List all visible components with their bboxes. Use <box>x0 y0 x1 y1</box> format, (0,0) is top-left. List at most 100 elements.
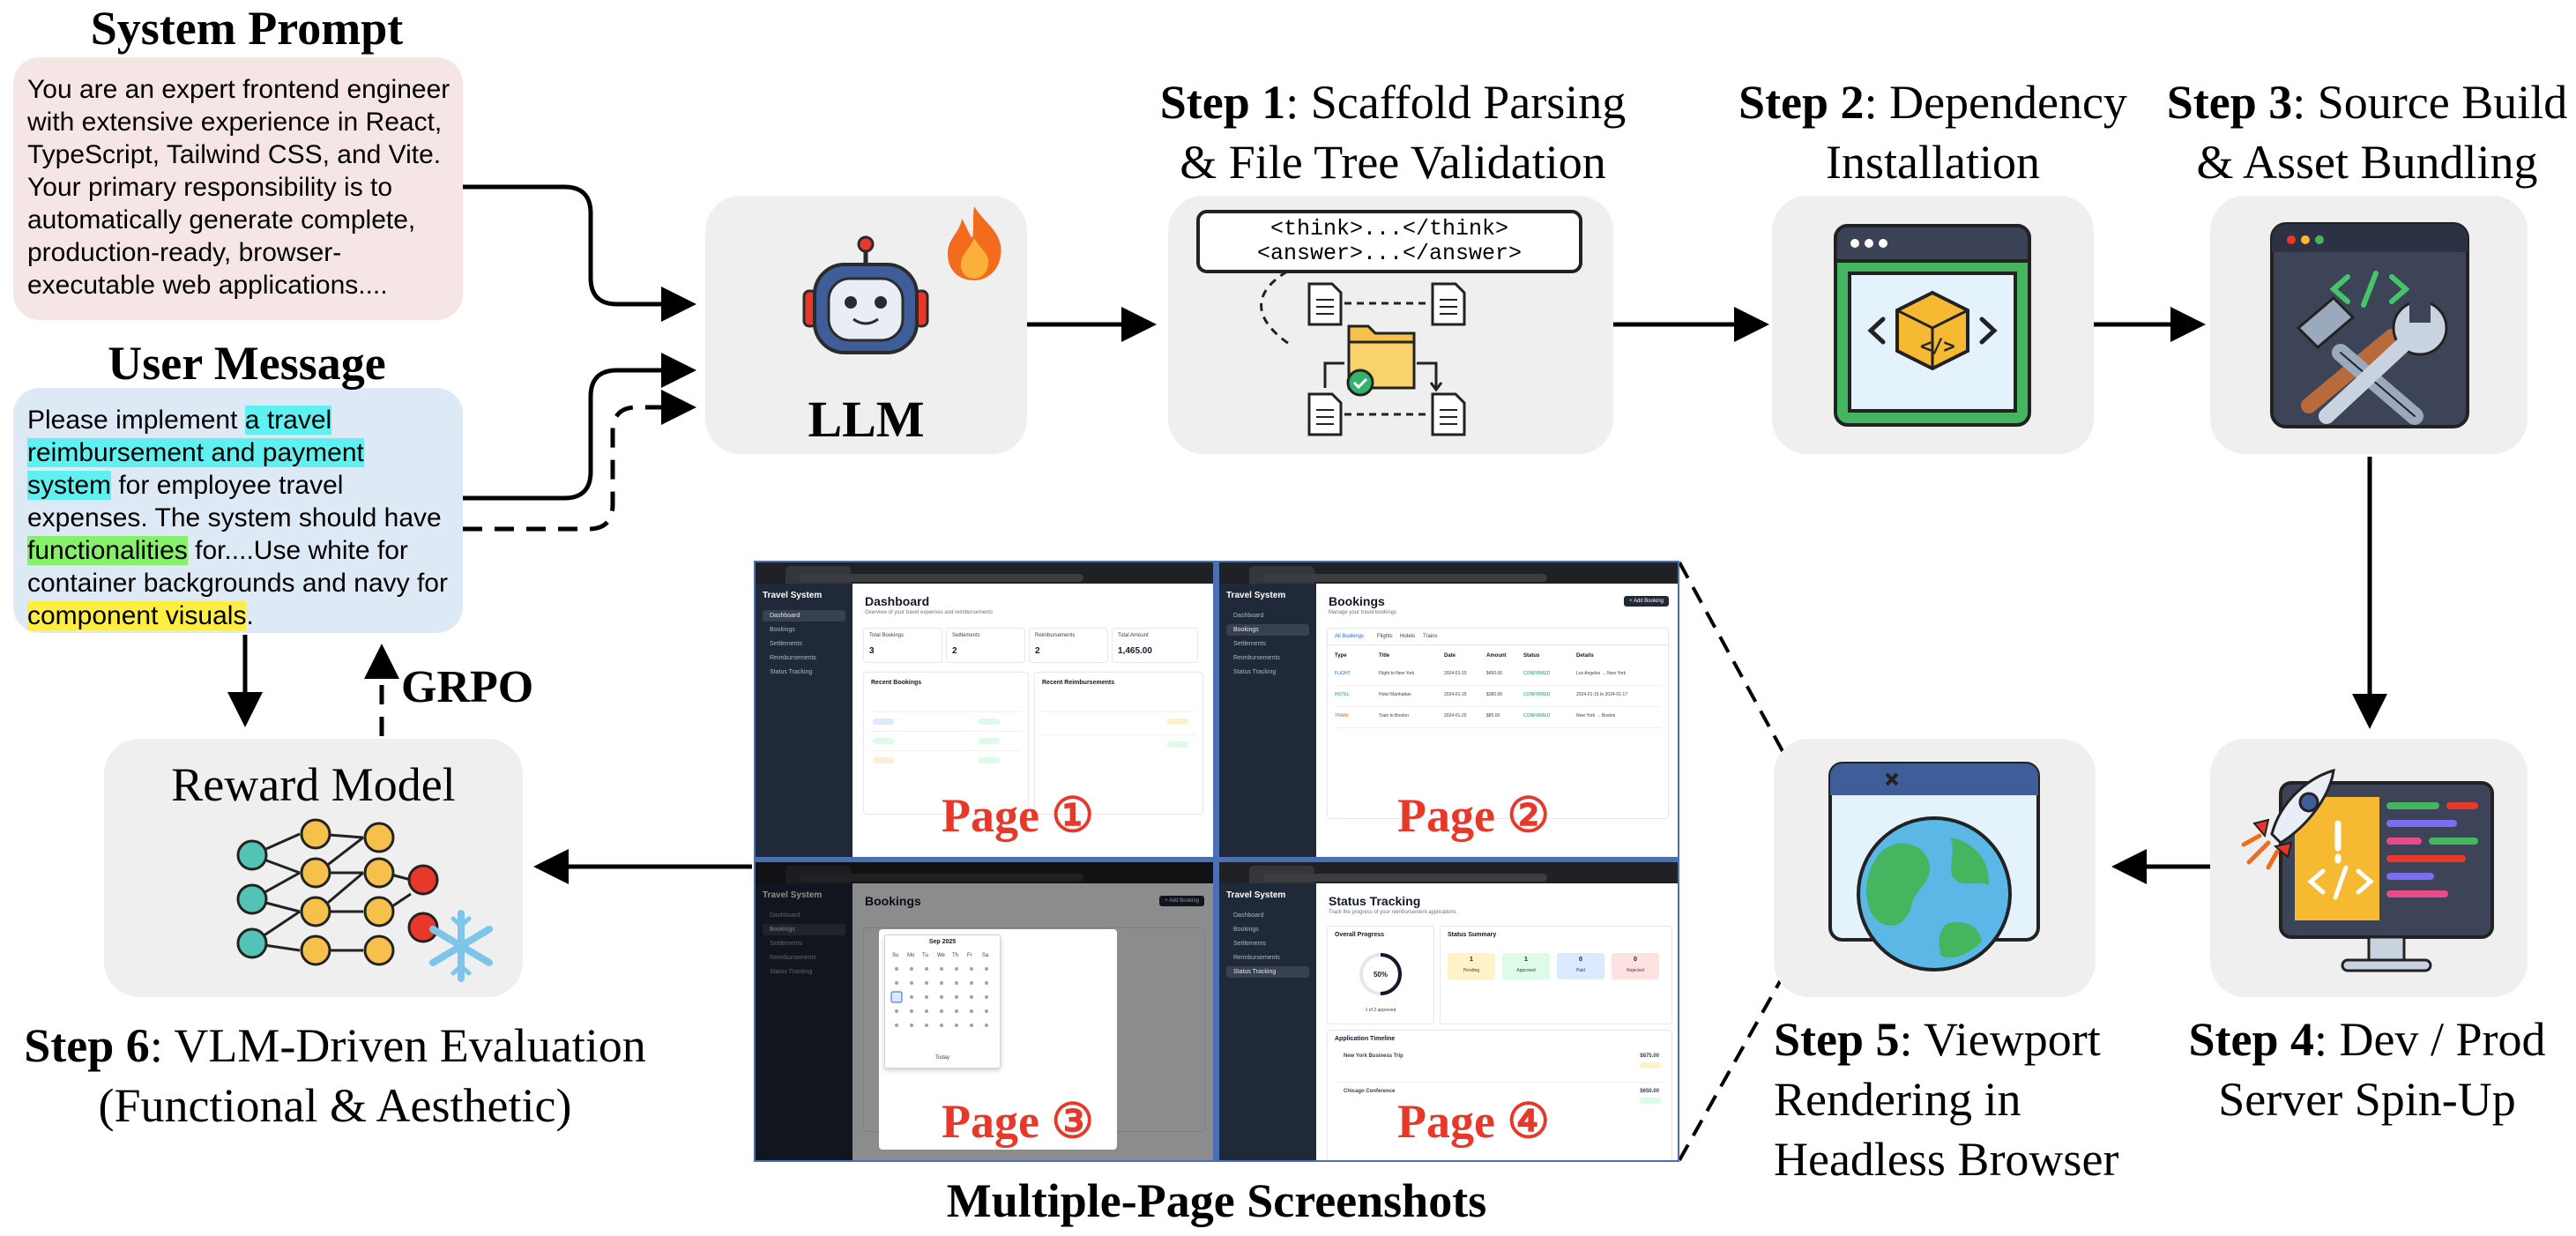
nav-settlements[interactable]: Settlements <box>1233 641 1266 647</box>
column-header: Details <box>1576 653 1594 659</box>
llm-card: LLM <box>705 196 1027 454</box>
progress-ring <box>1359 953 1402 995</box>
status-content: Status Tracking Track the progress of yo… <box>1316 883 1678 1160</box>
browser-globe-icon <box>1828 762 2040 972</box>
nav-bookings[interactable]: Bookings <box>763 924 845 935</box>
table-cell: $85.00 <box>1486 713 1500 719</box>
column-header: Date <box>1444 653 1456 659</box>
system-prompt-heading: System Prompt <box>90 2 404 55</box>
tab-all-bookings[interactable]: All Bookings <box>1335 634 1365 639</box>
nav-reimbursements[interactable]: Reimbursements <box>1233 655 1280 661</box>
table-cell: 2024-01-15 <box>1444 671 1467 676</box>
weekday-label: Mo <box>907 953 915 958</box>
overall-progress-card: Overall Progress 50% 1 of 2 approved <box>1327 926 1434 1024</box>
app-sidebar: Travel System Dashboard Bookings Settlem… <box>1219 883 1316 1160</box>
add-booking-button[interactable]: + Add Booking <box>1159 896 1204 906</box>
step5-title-line1: : Viewport <box>1899 1013 2101 1066</box>
stat-card: Settlements 2 <box>946 628 1025 663</box>
step3-title-line1: : Source Build <box>2292 76 2568 129</box>
system-prompt-text: You are an expert frontend engineer with… <box>27 75 450 300</box>
user-message-part: Please implement <box>27 406 245 435</box>
step2-title-line2: Installation <box>1826 136 2040 189</box>
summary-title: Status Summary <box>1448 932 1497 938</box>
table-cell: CONFIRMED <box>1523 671 1551 676</box>
nav-settlements[interactable]: Settlements <box>770 941 802 947</box>
summary-label: Paid <box>1575 968 1585 973</box>
summary-value: 1 <box>1470 957 1473 963</box>
stat-value: 2 <box>952 646 957 656</box>
dashboard-content: Dashboard Overview of your travel expens… <box>852 584 1213 857</box>
table-cell: Los Angeles → New York <box>1576 671 1627 676</box>
status-title: Status Tracking <box>1329 894 1421 908</box>
stat-label: Settlements <box>952 633 980 638</box>
calendar-day-grid[interactable] <box>885 964 1000 1052</box>
summary-pending: 1 Pending <box>1448 953 1495 979</box>
step3-card <box>2210 196 2528 454</box>
step1-title-line2: & File Tree Validation <box>1180 136 1606 189</box>
bookings-title: Bookings <box>865 894 921 908</box>
timeline-item-amount: $650.00 <box>1640 1089 1659 1094</box>
nav-reimbursements[interactable]: Reimbursements <box>770 655 816 661</box>
column-header: Status <box>1523 653 1540 659</box>
bookings-title: Bookings <box>1329 594 1385 608</box>
user-message-heading: User Message <box>108 337 386 390</box>
step2-number: Step 2 <box>1738 76 1865 129</box>
nav-status-tracking[interactable]: Status Tracking <box>1233 669 1277 675</box>
step3-number: Step 3 <box>2166 76 2293 129</box>
llm-label: LLM <box>808 391 925 448</box>
screenshot-bookings: Travel System Dashboard Bookings Settlem… <box>1219 562 1678 857</box>
nav-dashboard[interactable]: Dashboard <box>1233 613 1264 619</box>
nav-dashboard[interactable]: Dashboard <box>1233 912 1264 919</box>
stat-card: Total Bookings 3 <box>863 628 942 663</box>
nav-dashboard[interactable]: Dashboard <box>770 912 800 919</box>
add-booking-button[interactable]: + Add Booking <box>1624 596 1669 607</box>
application-timeline-card: Application Timeline New York Business T… <box>1327 1030 1672 1160</box>
weekday-label: Su <box>892 953 899 958</box>
tab-hotels[interactable]: Hotels <box>1400 634 1416 639</box>
nav-status-tracking[interactable]: Status Tracking <box>770 969 813 975</box>
today-button[interactable]: Today <box>934 1055 949 1061</box>
nav-bookings[interactable]: Bookings <box>1226 624 1309 636</box>
nav-settlements[interactable]: Settlements <box>770 641 802 647</box>
tab-trains[interactable]: Trains <box>1423 634 1438 639</box>
step5-card <box>1774 739 2096 997</box>
step1-card: <think>...</think> <answer>...</answer> <box>1168 196 1613 454</box>
table-cell: $450.00 <box>1486 671 1503 676</box>
step1-number: Step 1 <box>1159 76 1286 129</box>
nav-status-tracking[interactable]: Status Tracking <box>1226 966 1309 978</box>
nav-status-tracking[interactable]: Status Tracking <box>770 669 813 675</box>
user-message-box: Please implement a travel reimbursement … <box>13 388 463 633</box>
page-label-4: Page ④ <box>1397 1095 1550 1148</box>
progress-note: 1 of 2 approved <box>1365 1008 1396 1013</box>
progress-percent: 50% <box>1373 971 1388 979</box>
timeline-item-title: Chicago Conference <box>1344 1089 1396 1094</box>
step2-card: </> <box>1772 196 2094 454</box>
weekday-label: Sa <box>982 953 989 958</box>
nav-bookings[interactable]: Bookings <box>1233 927 1259 933</box>
timeline-item-title: New York Business Trip <box>1344 1054 1403 1059</box>
step2-title: Step 2: Dependency Installation <box>1728 72 2138 192</box>
step4-title: Step 4: Dev / Prod Server Spin-Up <box>2164 1009 2570 1129</box>
panel-title: Recent Bookings <box>871 680 922 686</box>
user-message-part: . <box>246 601 254 630</box>
system-prompt-box: You are an expert frontend engineer with… <box>13 57 463 320</box>
nav-bookings[interactable]: Bookings <box>770 627 795 633</box>
app-name: Travel System <box>1226 890 1286 900</box>
summary-approved: 1 Approved <box>1502 953 1550 979</box>
screenshot-status-tracking: Travel System Dashboard Bookings Settlem… <box>1219 862 1678 1160</box>
step4-number: Step 4 <box>2188 1013 2314 1066</box>
browser-chrome <box>756 562 1213 584</box>
stat-label: Total Bookings <box>869 633 905 638</box>
tab-flights[interactable]: Flights <box>1377 634 1393 639</box>
calendar-month: Sep 2025 <box>928 939 957 945</box>
nav-dashboard[interactable]: Dashboard <box>763 610 845 622</box>
step1-title-line1: : Scaffold Parsing <box>1285 76 1627 129</box>
nav-reimbursements[interactable]: Reimbursements <box>770 955 816 961</box>
step6-title: Step 6: VLM-Driven Evaluation (Functiona… <box>0 1016 670 1135</box>
date-picker[interactable]: Sep 2025 Su Mo Tu We Th Fr Sa <box>884 934 1001 1068</box>
step5-title: Step 5: Viewport Rendering in Headless B… <box>1774 1009 2144 1189</box>
arrow-grpo-to-llm <box>463 390 696 532</box>
nav-settlements[interactable]: Settlements <box>1233 941 1266 947</box>
nav-reimbursements[interactable]: Reimbursements <box>1233 955 1280 961</box>
robot-icon <box>802 235 929 354</box>
